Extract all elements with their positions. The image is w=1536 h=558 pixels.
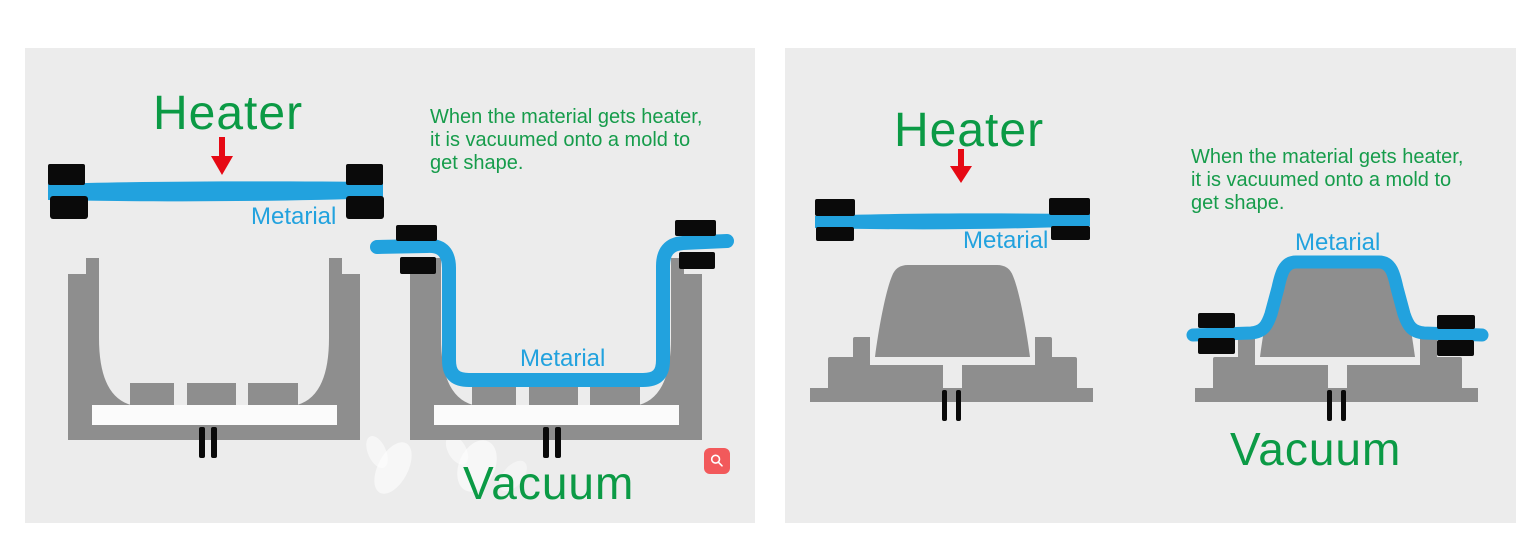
heater-down-arrow-icon [211,137,233,175]
vacuum-label: Vacuum [463,457,635,509]
material-film [1186,255,1489,342]
male-mold [810,265,1093,421]
vent-slot [434,405,679,425]
vacuum-channel [1327,390,1346,421]
material-film [370,234,734,387]
right-panel-shapes [810,149,1489,421]
vent-slot [92,405,337,425]
vacuum-channel [942,390,961,421]
description-line: get shape. [1191,192,1285,214]
vacuum-channel [199,427,217,458]
right-diagram-panel: Heater When the material gets heater, it… [785,48,1516,523]
watermark [366,435,527,494]
formed-male-mold [1195,265,1478,421]
description-text: When the material gets heater, it is vac… [430,106,702,175]
left-panel-shapes [48,137,734,494]
description-text: When the material gets heater, it is vac… [1191,146,1463,215]
heater-label: Heater [153,87,304,140]
description-line: get shape. [430,152,524,174]
clamp-blocks [815,198,1090,241]
description-line: When the material gets heater, [430,106,703,128]
clamp-blocks [1198,313,1475,356]
mold-material-label: Metarial [520,345,606,372]
formed-female-mold [410,258,702,458]
clamp-blocks [396,220,716,274]
zoom-image-button[interactable] [704,448,730,474]
description-line: it is vacuumed onto a mold to [430,129,691,151]
vacuum-channel [543,427,561,458]
sheet-material-label: Metarial [963,227,1049,254]
description-line: When the material gets heater, [1191,146,1464,168]
sheet-material-label: Metarial [251,203,337,230]
description-line: it is vacuumed onto a mold to [1191,169,1452,191]
left-diagram-panel: Heater When the material gets heater, it… [25,48,755,523]
vacuum-label: Vacuum [1230,423,1402,475]
clamped-material-sheet [48,164,384,219]
heater-down-arrow-icon [950,149,972,183]
heater-label: Heater [894,104,1045,157]
mold-material-label: Metarial [1295,229,1381,256]
clamped-material-sheet [815,198,1090,241]
empty-female-mold [68,258,360,458]
magnifier-icon [710,454,723,467]
clamp-blocks [48,164,384,219]
